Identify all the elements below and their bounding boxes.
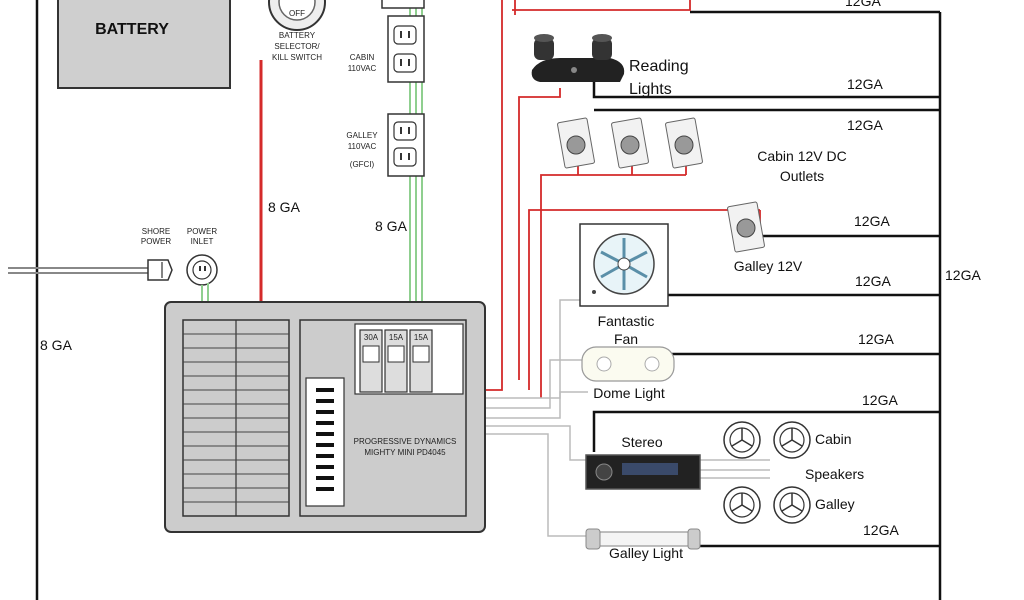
cabin-dc-label-line1: Cabin 12V DC xyxy=(757,148,847,164)
fan-label-line2: Fan xyxy=(614,331,638,347)
speakers-galley-label: Galley xyxy=(815,496,855,512)
galley-outlet-label-line3: (GFCI) xyxy=(350,160,375,169)
dome-light-label: Dome Light xyxy=(593,385,665,401)
shore-power-cord: SHORE POWER xyxy=(8,227,173,281)
dome-light: Dome Light xyxy=(581,346,675,401)
outlet-feed-gauge-label: 8 GA xyxy=(375,218,408,234)
shore-power-label-line1: SHORE xyxy=(142,227,170,236)
stereo-gauge-label: 12GA xyxy=(862,392,898,408)
positive-wires-thin xyxy=(486,0,761,398)
reading-lights-label-line1: Reading xyxy=(629,58,689,75)
selector-off-label: OFF xyxy=(289,9,305,18)
cabin-outlet: CABIN 110VAC xyxy=(348,0,425,83)
cabin-speaker-left xyxy=(723,421,761,459)
galley-light-gauge-label: 12GA xyxy=(863,522,899,538)
cabin-dc-label-line2: Outlets xyxy=(780,168,824,184)
fuse-block xyxy=(305,377,345,507)
load-wires xyxy=(486,299,770,537)
breaker-15a-label-2: 15A xyxy=(414,333,429,342)
power-inlet-label-line2: INLET xyxy=(191,237,214,246)
breaker-bank: 30A 15A 15A xyxy=(359,329,433,393)
panel-name-line2: MIGHTY MINI PD4045 xyxy=(364,448,446,457)
battery-selector-switch: OFF BATTERY SELECTOR/ KILL SWITCH xyxy=(268,0,326,62)
speakers-cabin-label: Cabin xyxy=(815,431,852,447)
speakers: Cabin Speakers Galley xyxy=(723,421,864,524)
fan-label-line1: Fantastic xyxy=(598,313,655,329)
galley-12v-label: Galley 12V xyxy=(734,258,803,274)
cabin-dc-outlets: Cabin 12V DC Outlets xyxy=(557,117,847,184)
galley-speaker-right xyxy=(773,486,811,524)
selector-label-line3: KILL SWITCH xyxy=(272,53,322,62)
shore-power-label-line2: POWER xyxy=(141,237,171,246)
reading-gauge-label: 12GA xyxy=(847,76,883,92)
galley-outlet-label-line2: 110VAC xyxy=(348,142,377,151)
selector-label-line2: SELECTOR/ xyxy=(274,42,320,51)
dome-gauge-label: 12GA xyxy=(858,331,894,347)
speakers-label: Speakers xyxy=(805,466,864,482)
galley-light: Galley Light xyxy=(585,528,701,561)
power-inlet-label-line1: POWER xyxy=(187,227,217,236)
power-inlet: POWER INLET xyxy=(186,227,218,302)
galley-12v-outlet: Galley 12V xyxy=(727,201,803,274)
galley12-gauge-label: 12GA xyxy=(854,213,890,229)
cabin-outlet-label-line1: CABIN xyxy=(350,53,375,62)
ground-wires xyxy=(35,0,942,600)
bus-gauge-label: 12GA xyxy=(945,267,981,283)
reading-lights: Reading Lights xyxy=(531,34,689,98)
selector-label-line1: BATTERY xyxy=(279,31,316,40)
breaker-30a-label: 30A xyxy=(364,333,379,342)
galley-outlet-label-line1: GALLEY xyxy=(346,131,378,140)
fan-gauge-label: 12GA xyxy=(855,273,891,289)
cabin-speaker-right xyxy=(773,421,811,459)
reading-lights-label-line2: Lights xyxy=(629,81,672,98)
cabin-dc-gauge-label: 12GA xyxy=(847,117,883,133)
galley-outlet: GALLEY 110VAC (GFCI) xyxy=(346,113,425,177)
ground-gauge-label: 8 GA xyxy=(40,337,73,353)
galley-light-label: Galley Light xyxy=(609,545,683,561)
top-gauge-label: 12GA xyxy=(845,0,881,9)
fantastic-fan: Fantastic Fan xyxy=(579,223,669,347)
stereo-head-unit: Stereo xyxy=(585,434,701,490)
panel-name-line1: PROGRESSIVE DYNAMICS xyxy=(354,437,457,446)
cabin-outlet-label-line2: 110VAC xyxy=(348,64,377,73)
stereo-label: Stereo xyxy=(621,434,662,450)
galley-speaker-left xyxy=(723,486,761,524)
power-converter-panel: 30A 15A 15A PROGRESSIVE DYNAMICS MIGHTY … xyxy=(164,301,486,533)
battery: BATTERY xyxy=(57,0,231,89)
battery-feed-gauge-label: 8 GA xyxy=(268,199,301,215)
battery-label: BATTERY xyxy=(95,21,169,38)
breaker-15a-label: 15A xyxy=(389,333,404,342)
